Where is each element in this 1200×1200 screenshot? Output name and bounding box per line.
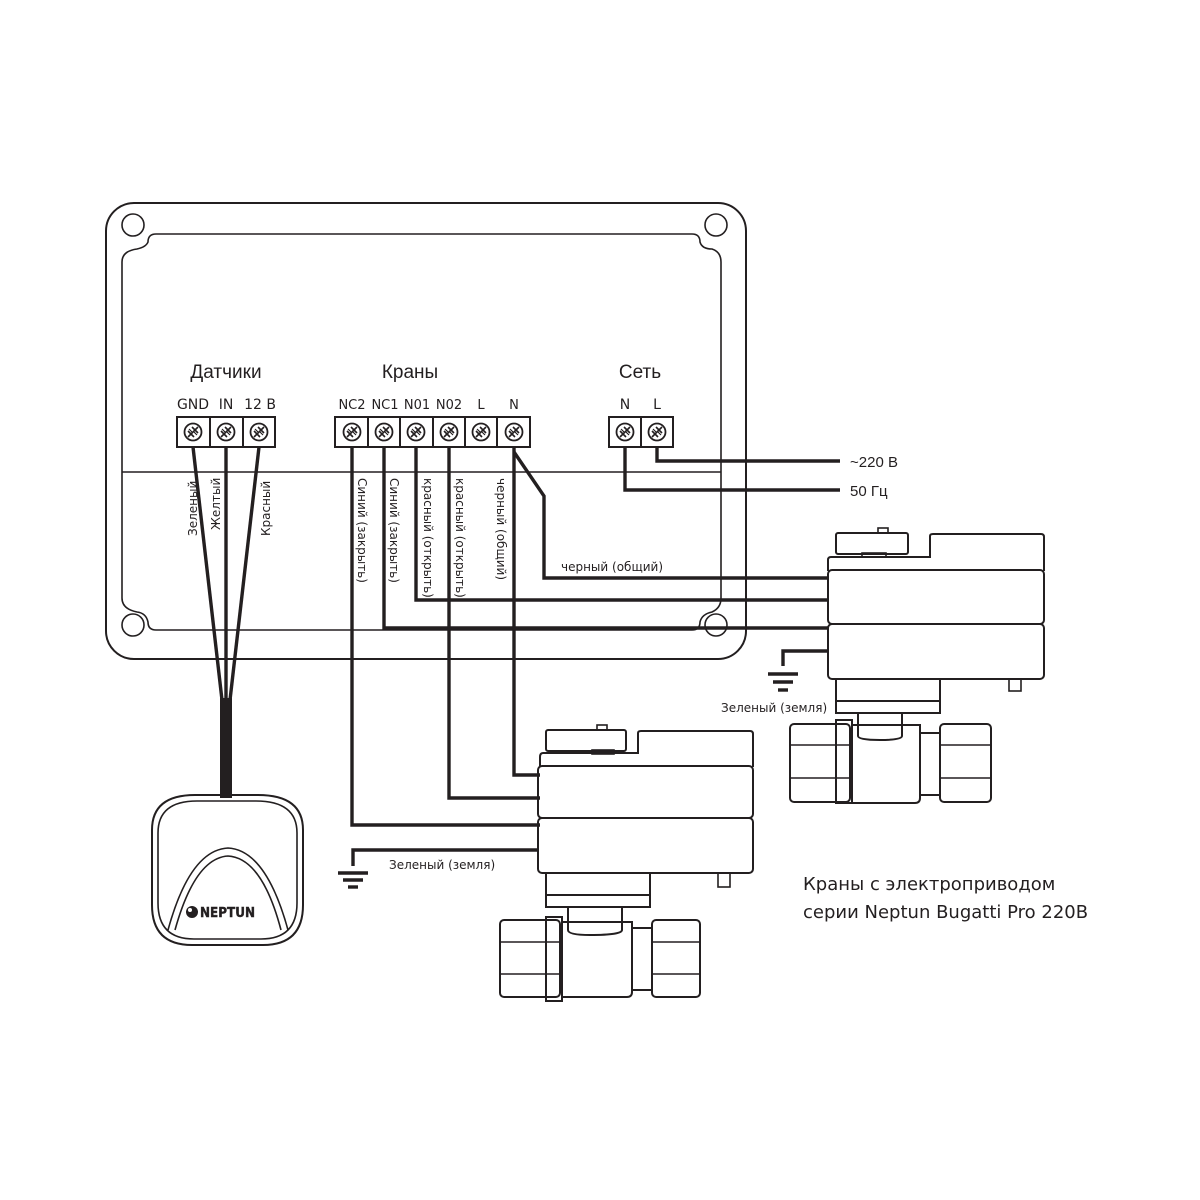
- screw-icon[interactable]: [216, 422, 236, 442]
- sensor-cable: [220, 698, 232, 798]
- sensor-brand: NEPTUN: [200, 906, 255, 921]
- valve-terminal-block: [334, 416, 531, 448]
- terminal-label-in: IN: [219, 397, 234, 413]
- ground-label-1: Зеленый (земля): [721, 701, 827, 715]
- caption-line-2: серии Neptun Bugatti Pro 220В: [803, 902, 1089, 923]
- mains-frequency-label: 50 Гц: [850, 483, 888, 500]
- valve-wire-label-n01: красный (открыть): [421, 478, 435, 598]
- mains-terminal-block: [608, 416, 674, 448]
- mains-voltage-label: ~220 В: [850, 454, 898, 471]
- screw-icon[interactable]: [647, 422, 667, 442]
- terminal-label-mains-n: N: [620, 397, 630, 413]
- sensor-terminal-block: [176, 416, 276, 448]
- mains-title: Сеть: [619, 362, 661, 383]
- terminal-label-nc1: NC1: [371, 398, 398, 413]
- common-wire-label: черный (общий): [561, 560, 663, 574]
- valves-title: Краны: [382, 362, 438, 383]
- terminal-label-n01: N01: [404, 398, 430, 413]
- mains-wires: ~220 В 50 Гц: [623, 447, 898, 500]
- sensor-wire-label-red: Красный: [259, 481, 273, 536]
- screw-icon[interactable]: [342, 422, 362, 442]
- ground-label-2: Зеленый (земля): [389, 858, 495, 872]
- sensors-title: Датчики: [190, 362, 261, 383]
- neptun-logo-icon: [186, 906, 198, 918]
- valve-wire-label-nc2: Синий (закрыть): [355, 478, 369, 583]
- controller-enclosure: [105, 202, 747, 660]
- caption: Краны с электроприводом серии Neptun Bug…: [803, 871, 1088, 927]
- valve-wires: [350, 447, 828, 827]
- sensor-wires: [191, 446, 261, 798]
- screw-icon[interactable]: [504, 422, 524, 442]
- screw-icon[interactable]: [249, 422, 269, 442]
- terminal-label-n: N: [509, 398, 519, 413]
- screw-icon[interactable]: [183, 422, 203, 442]
- screw-icon[interactable]: [471, 422, 491, 442]
- valve-wire-label-common: черный (общий): [494, 478, 508, 580]
- screw-icon[interactable]: [374, 422, 394, 442]
- motorized-valve-1: Зеленый (земля): [721, 527, 1045, 804]
- screw-icon[interactable]: [439, 422, 459, 442]
- valve-wire-label-n02: красный (открыть): [453, 478, 467, 598]
- screw-icon[interactable]: [406, 422, 426, 442]
- terminal-label-gnd: GND: [177, 397, 209, 413]
- terminal-label-l: L: [477, 398, 485, 413]
- valve-wire-label-nc1: Синий (закрыть): [387, 478, 401, 583]
- terminal-label-nc2: NC2: [338, 398, 365, 413]
- screw-icon[interactable]: [615, 422, 635, 442]
- terminal-label-mains-l: L: [653, 397, 661, 413]
- motorized-valve-2: Зеленый (земля): [338, 724, 754, 1002]
- terminal-label-12v: 12 В: [244, 397, 276, 413]
- caption-line-1: Краны с электроприводом: [803, 874, 1056, 895]
- leak-sensor: NEPTUN: [151, 794, 304, 946]
- terminal-label-n02: N02: [436, 398, 462, 413]
- sensor-wire-label-yellow: Желтый: [209, 478, 223, 530]
- sensor-wire-label-green: Зеленый: [186, 481, 200, 536]
